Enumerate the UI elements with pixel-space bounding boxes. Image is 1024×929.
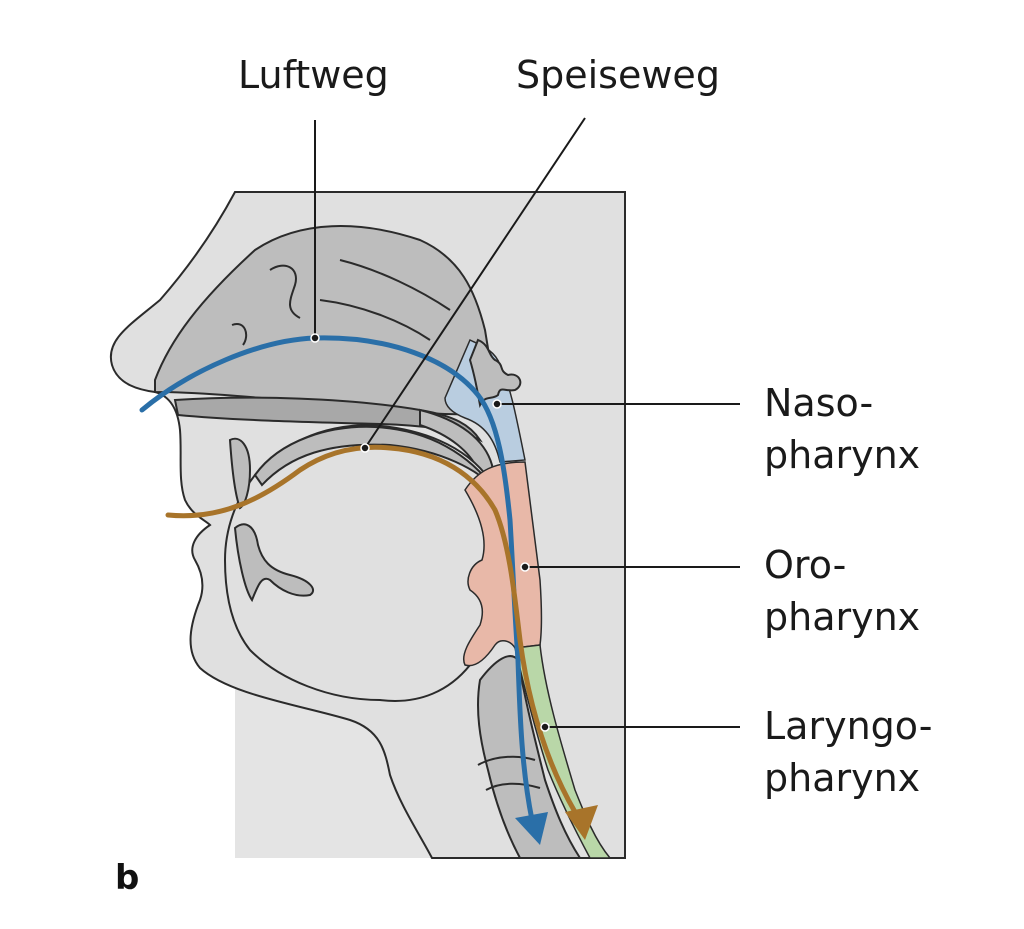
- oropharynx-label-line2: pharynx: [764, 595, 921, 639]
- oropharynx-dot: [520, 562, 530, 572]
- foodway-path: [165, 444, 578, 815]
- laryngopharynx-region[interactable]: [514, 644, 612, 859]
- oropharynx-region[interactable]: [463, 461, 543, 667]
- trachea-rings: [477, 755, 541, 791]
- laryngopharynx-label-line1: Laryngo-: [764, 704, 933, 748]
- oropharynx-label-line1: Oro-: [764, 543, 847, 587]
- speiseweg-leader: [364, 117, 586, 449]
- speiseweg-dot: [360, 443, 370, 453]
- airway-path: [139, 335, 535, 823]
- upper-teeth: [228, 437, 252, 510]
- luftweg-label: Luftweg: [238, 53, 389, 97]
- luftweg-dot: [310, 333, 320, 343]
- airway-arrowhead: [515, 812, 548, 845]
- lower-jaw-bone: [233, 523, 315, 603]
- laryngopharynx-dot: [540, 722, 550, 732]
- nasopharynx-label-line1: Naso-: [764, 381, 874, 425]
- nasopharynx-dot: [492, 399, 502, 409]
- speiseweg-label: Speiseweg: [516, 53, 720, 97]
- foodway-arrowhead: [565, 805, 598, 840]
- laryngopharynx-label-line2: pharynx: [764, 756, 921, 800]
- panel-letter: b: [115, 858, 140, 898]
- concha-lines: [231, 259, 451, 346]
- hard-palate: [173, 396, 483, 443]
- adenoid-bumps: [468, 338, 522, 409]
- nasopharynx-label-line2: pharynx: [764, 433, 921, 477]
